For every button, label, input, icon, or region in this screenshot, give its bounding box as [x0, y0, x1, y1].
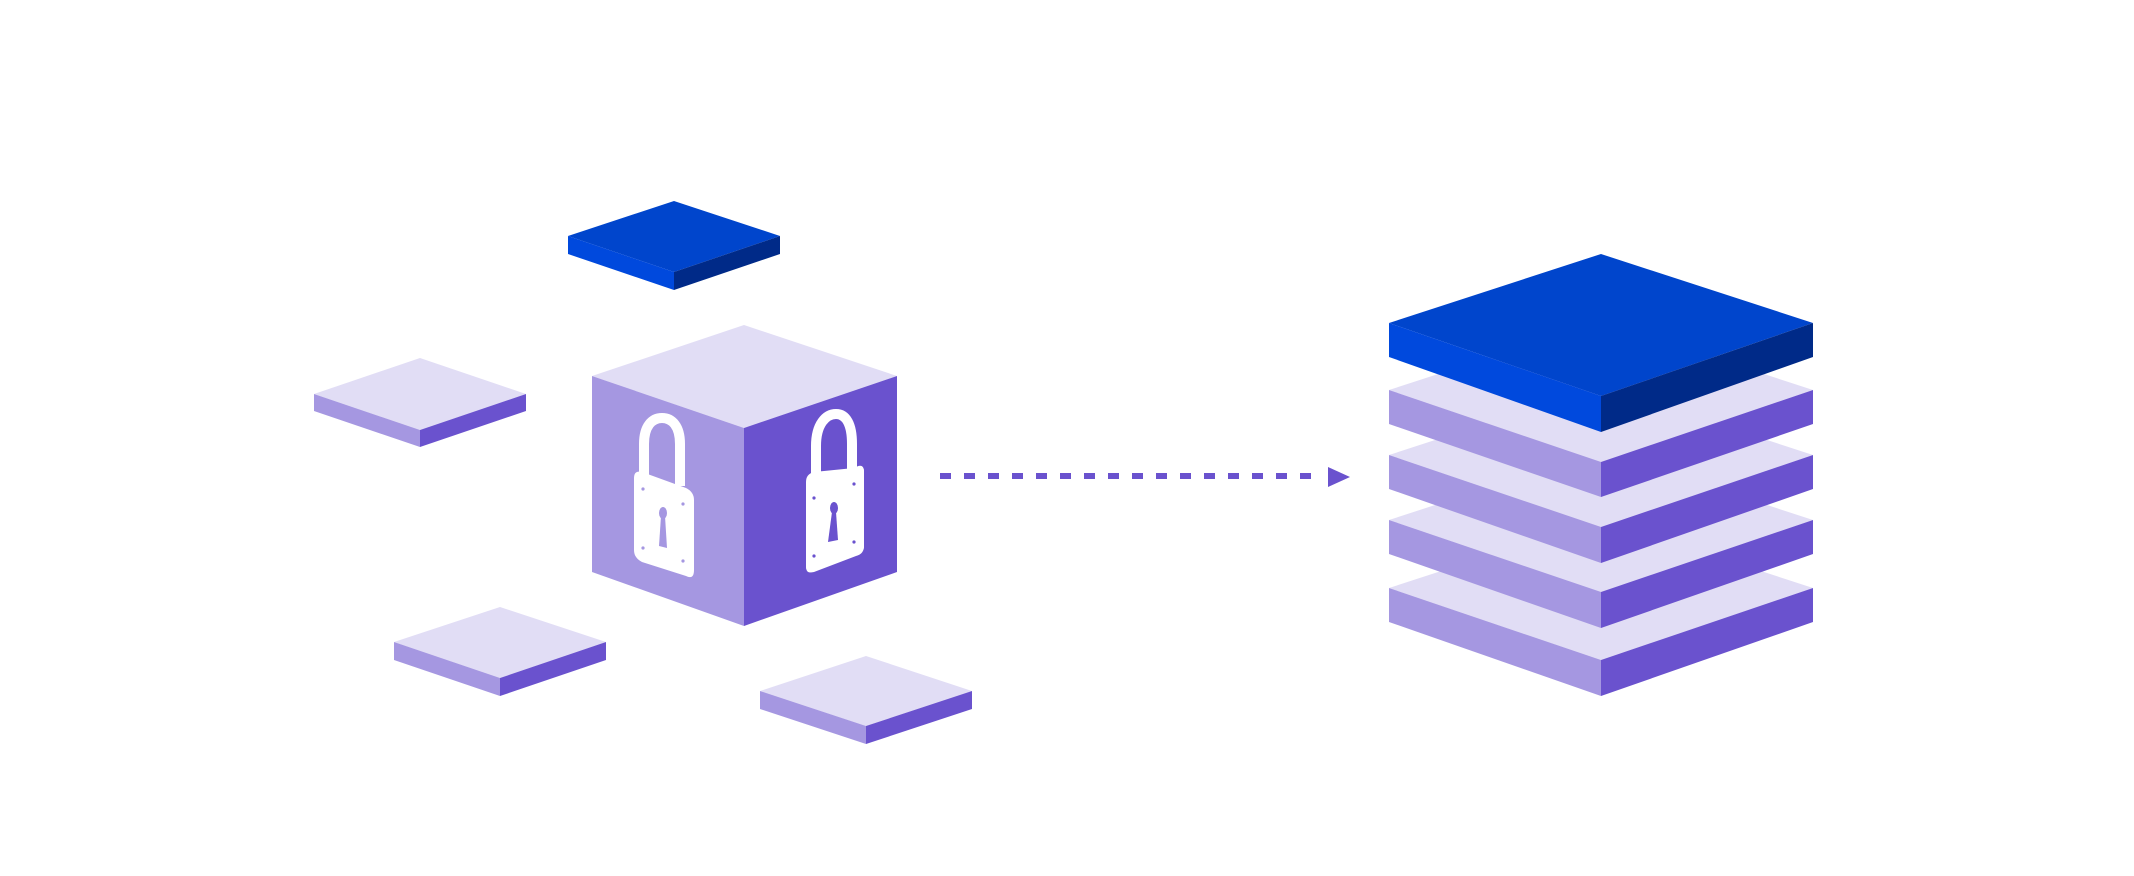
dashed-arrow-right-icon — [940, 467, 1350, 487]
padlock-icon-left — [634, 412, 694, 578]
stack-layer-top-blue — [1389, 254, 1813, 432]
padlock-icon-right — [806, 408, 864, 573]
scattered-tile-top-blue — [568, 201, 780, 290]
locked-cube — [592, 325, 897, 626]
layer-stack — [1389, 254, 1813, 696]
cube-top-face — [592, 325, 897, 428]
scattered-tile-bottom-left — [394, 607, 606, 696]
scattered-tile-left — [314, 358, 526, 447]
scattered-tile-bottom-right — [760, 656, 972, 744]
